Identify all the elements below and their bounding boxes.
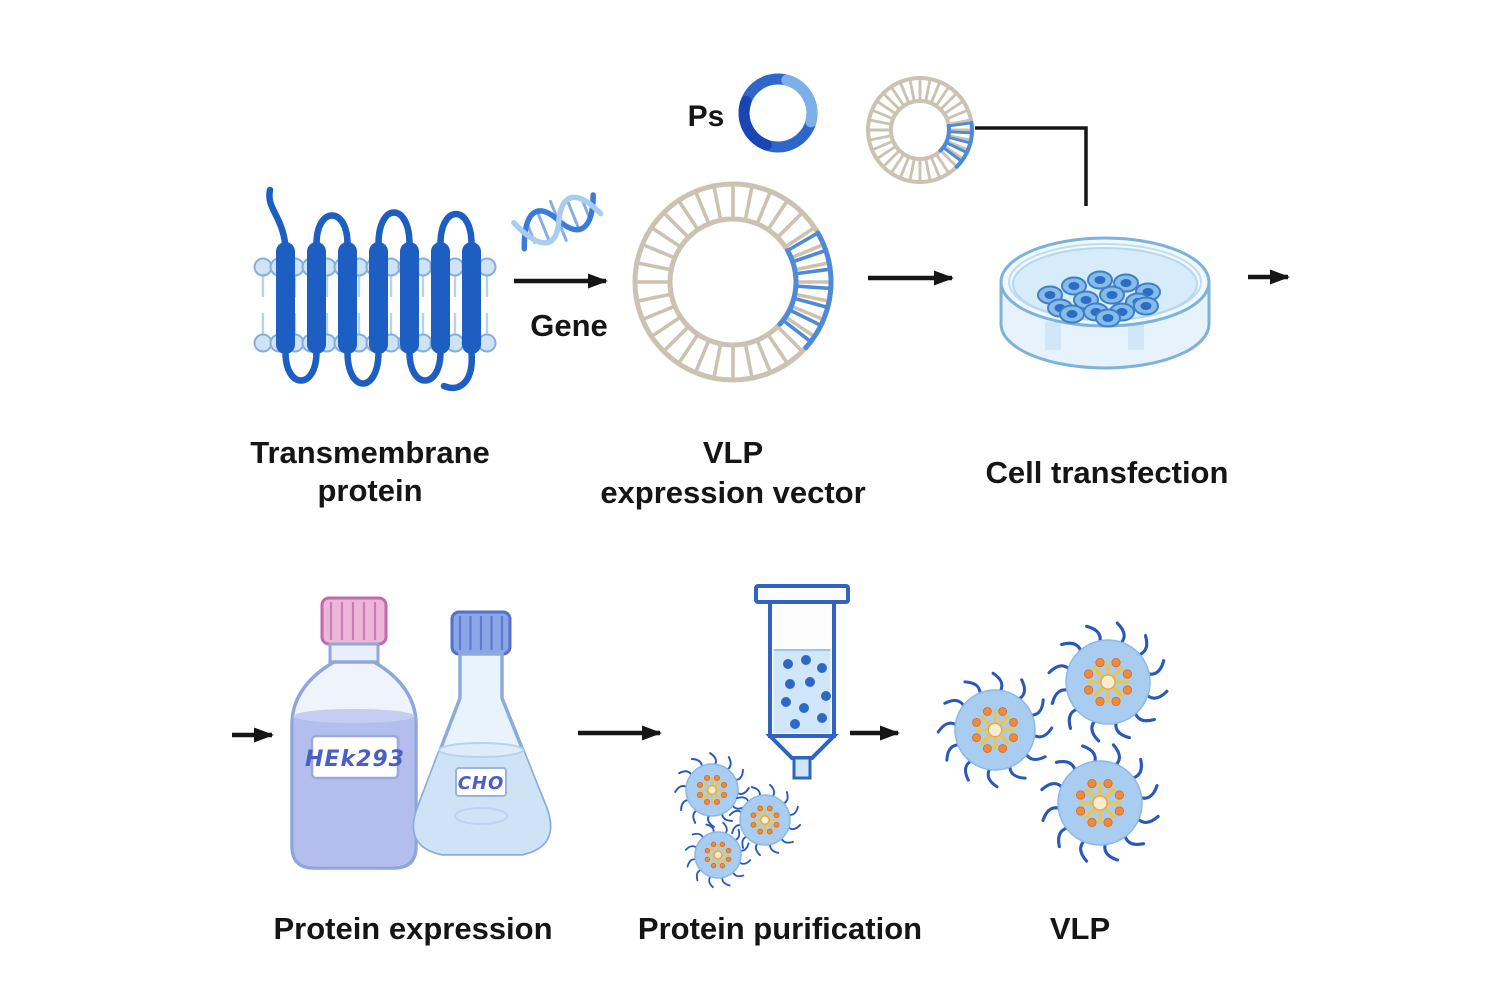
purification-column-illustration (754, 584, 850, 780)
vlp-expression-vector-illustration (632, 181, 834, 383)
vlp-particles (936, 621, 1169, 863)
label-vector-line2: expression vector (600, 475, 865, 510)
label-cell-transfection: Cell transfection (986, 455, 1229, 490)
column-beads (781, 655, 831, 729)
protein-loops (266, 186, 475, 392)
label-transmembrane-line1: Transmembrane (250, 435, 490, 470)
transmembrane-protein-illustration (253, 186, 497, 392)
petri-dish-illustration (999, 236, 1211, 370)
plasmid-ps-icon (738, 73, 818, 153)
flask-cho-illustration: CHO (412, 610, 552, 856)
label-protein-expression: Protein expression (273, 911, 552, 946)
flask-cap-ridges (458, 616, 504, 650)
label-transmembrane-line2: protein (317, 473, 422, 508)
transfected-cells (1037, 270, 1161, 328)
label-protein-purification: Protein purification (638, 911, 922, 946)
label-gene: Gene (530, 308, 608, 343)
protein-helices (276, 242, 481, 354)
flask-label (455, 767, 507, 797)
bottle-label-text: HEk293 (305, 747, 405, 772)
dna-helix-icon (511, 192, 604, 252)
purified-particles (674, 752, 802, 889)
bottle-label (310, 734, 400, 780)
plasmid-insert-illustration (866, 76, 974, 184)
flask-label-text: CHO (458, 773, 505, 794)
bottle-cap-ridges (329, 602, 377, 640)
connector-line (975, 126, 1088, 206)
label-vector-line1: VLP (703, 435, 763, 470)
bottle-hek293-illustration: HEk293 (290, 596, 418, 870)
label-ps: Ps (688, 100, 725, 133)
label-vlp: VLP (1050, 911, 1110, 946)
